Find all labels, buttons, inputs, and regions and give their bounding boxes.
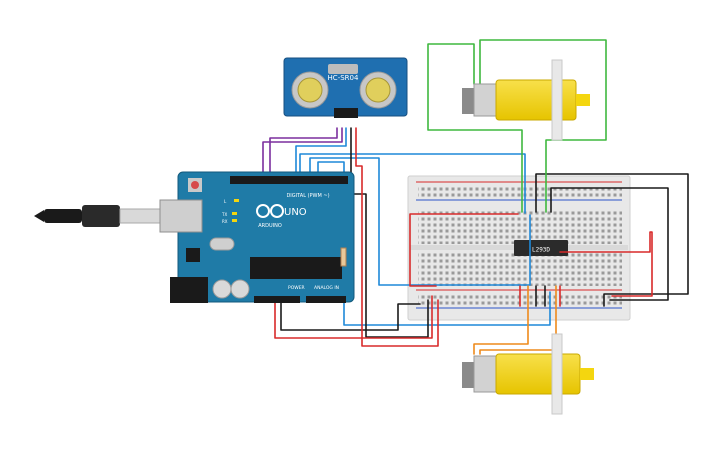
- wire-red-right[interactable]: [559, 231, 653, 297]
- wire-blue-3[interactable]: [309, 157, 531, 286]
- wire-green-2[interactable]: [479, 39, 607, 213]
- motor-bottom[interactable]: [462, 333, 594, 415]
- wire-orange-2[interactable]: [479, 285, 557, 355]
- l293d-chip[interactable]: L293D: [514, 240, 568, 256]
- wire-black-right[interactable]: [535, 173, 689, 307]
- led-l-label: L: [224, 199, 227, 204]
- analog-label: ANALOG IN: [314, 285, 339, 291]
- arduino-logo: ARDUINO: [256, 204, 284, 229]
- wire-orange-1[interactable]: [473, 285, 529, 355]
- ultrasonic-sensor[interactable]: HC-SR04: [283, 57, 408, 118]
- wire-black-gnd[interactable]: [280, 299, 421, 331]
- led-tx-label: TX: [221, 212, 227, 217]
- logo-text: ARDUINO: [258, 223, 282, 229]
- wire-purple-2[interactable]: [262, 127, 343, 177]
- motor-top[interactable]: [462, 59, 590, 141]
- wire-purple-1[interactable]: [269, 127, 338, 177]
- usb-cable: [34, 205, 163, 227]
- wire-blue-2[interactable]: [299, 153, 526, 214]
- led-rx-label: RX: [222, 219, 228, 224]
- chip-label: L293D: [532, 247, 550, 254]
- digital-label: DIGITAL (PWM ~): [286, 193, 329, 199]
- sensor-label: HC-SR04: [328, 74, 359, 82]
- arduino-uno[interactable]: DIGITAL (PWM ~) ARDUINO UNO L TX RX POWE…: [34, 171, 355, 303]
- wire-red-rail[interactable]: [409, 213, 519, 287]
- wire-red-5v[interactable]: [274, 295, 433, 339]
- wire-red-sensor[interactable]: [355, 127, 439, 347]
- wire-blue-1[interactable]: [295, 127, 347, 177]
- power-label: POWER: [288, 285, 305, 291]
- model-label: UNO: [284, 207, 307, 218]
- wire-black-right-2[interactable]: [550, 187, 669, 301]
- wire-green-1[interactable]: [427, 43, 523, 213]
